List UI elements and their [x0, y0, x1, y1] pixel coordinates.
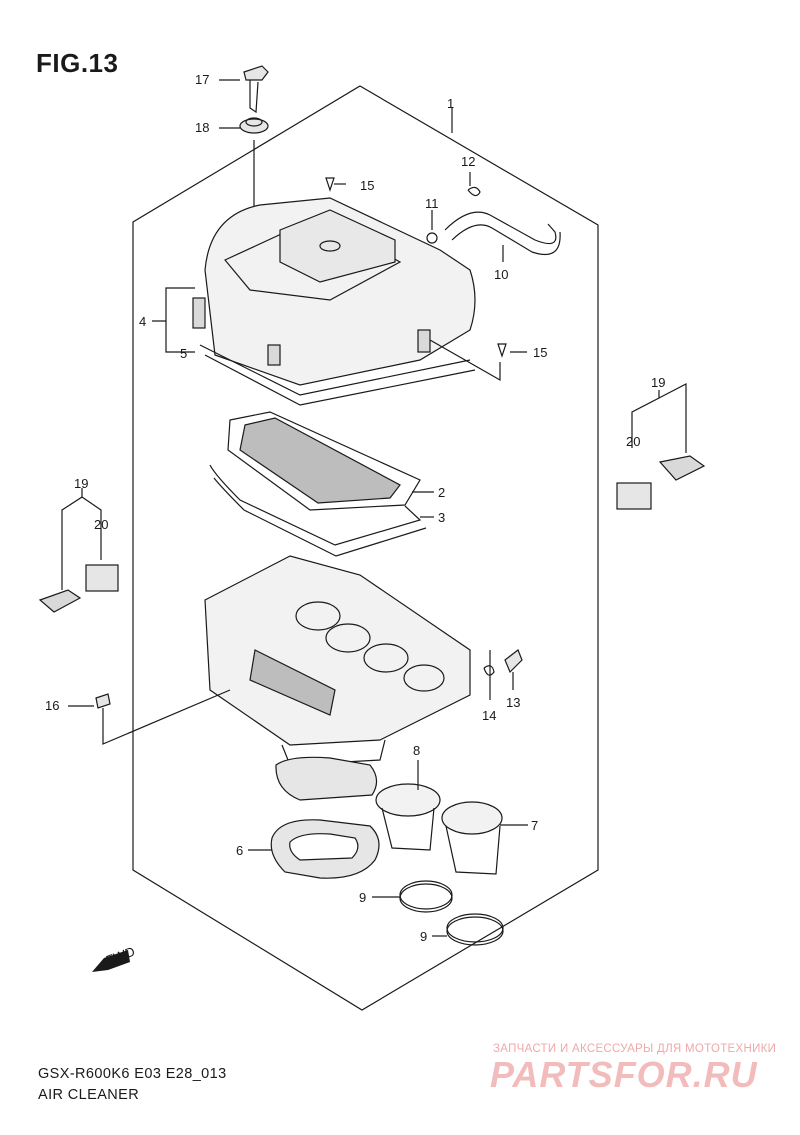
callout-19b: 19 — [74, 476, 88, 491]
part-3-gasket — [209, 464, 427, 557]
callout-7: 7 — [531, 818, 538, 833]
part-6-seal — [270, 756, 380, 879]
part-9-clamp-b — [446, 913, 504, 943]
part-10-hose — [444, 211, 561, 256]
part-19-sensor-right — [658, 455, 706, 481]
callout-3: 3 — [438, 510, 445, 525]
model-caption: GSX-R600K6 E03 E28_013 — [38, 1066, 227, 1082]
callout-4: 4 — [139, 314, 146, 329]
part-19-sensor-left — [38, 589, 82, 613]
upper-cover — [192, 197, 476, 406]
callout-9b: 9 — [420, 929, 427, 944]
callout-5: 5 — [180, 346, 187, 361]
part-7-funnel — [441, 801, 503, 875]
part-20-cover-right — [616, 482, 652, 510]
callout-10: 10 — [494, 267, 508, 282]
part-20-cover-left — [85, 564, 119, 592]
part-17-bolt — [243, 65, 269, 114]
assembly-outline — [132, 85, 599, 1011]
callout-20a: 20 — [626, 434, 640, 449]
callout-9a: 9 — [359, 890, 366, 905]
fwd-arrow: FWD — [92, 944, 137, 972]
part-11-clamp — [426, 232, 438, 244]
callout-18: 18 — [195, 120, 209, 135]
callout-1: 1 — [447, 96, 454, 111]
callout-15b: 15 — [533, 345, 547, 360]
callout-14: 14 — [482, 708, 496, 723]
callout-11: 11 — [425, 196, 439, 211]
watermark-brand: PARTSFOR.RU — [490, 1054, 758, 1095]
part-15-screw-b — [497, 343, 507, 358]
callout-19a: 19 — [651, 375, 665, 390]
part-14-clip — [483, 665, 495, 676]
part-8-funnel — [375, 783, 441, 851]
part-2-filter-element — [227, 411, 421, 511]
part-group-caption: AIR CLEANER — [38, 1087, 140, 1103]
part-16-bolt — [95, 693, 111, 718]
lower-case — [204, 555, 471, 766]
callout-8: 8 — [413, 743, 420, 758]
part-18-grommet — [239, 117, 269, 134]
callout-15a: 15 — [360, 178, 374, 193]
callout-6: 6 — [236, 843, 243, 858]
callout-12: 12 — [461, 154, 475, 169]
figure-title: FIG.13 — [36, 48, 119, 78]
callout-16: 16 — [45, 698, 59, 713]
watermark-tagline: ЗАПЧАСТИ И АКСЕССУАРЫ ДЛЯ МОТОТЕХНИКИ — [493, 1043, 777, 1055]
callout-17: 17 — [195, 72, 209, 87]
part-15-screw-a — [325, 177, 335, 192]
callout-2: 2 — [438, 485, 445, 500]
part-12-clamp — [467, 186, 481, 197]
part-9-clamp-a — [399, 880, 453, 910]
callout-13: 13 — [506, 695, 520, 710]
part-13-cap — [504, 649, 523, 674]
callout-20b: 20 — [94, 517, 108, 532]
